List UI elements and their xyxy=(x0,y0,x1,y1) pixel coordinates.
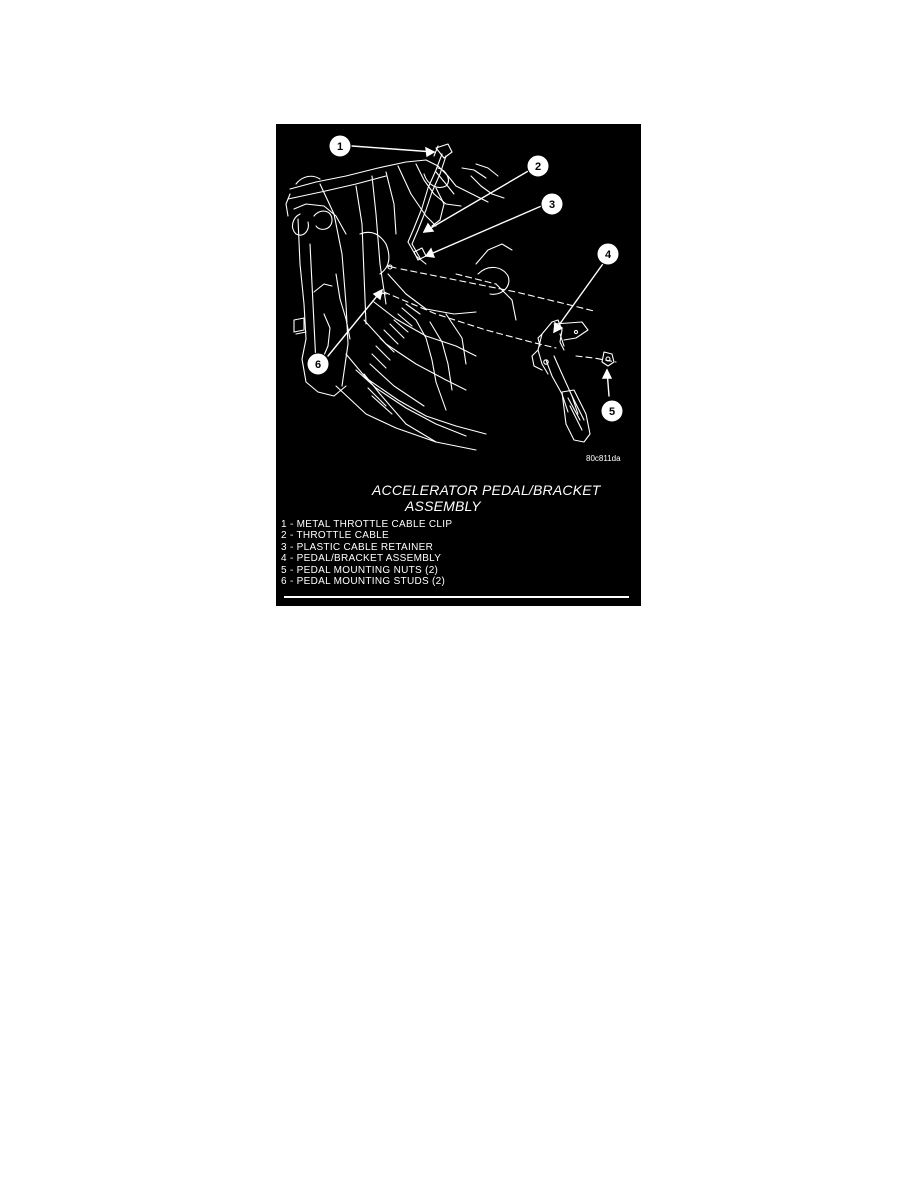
legend-item: 3 - PLASTIC CABLE RETAINER xyxy=(281,541,434,553)
callout-6-label: 6 xyxy=(315,359,321,371)
legend-item: 1 - METAL THROTTLE CABLE CLIP xyxy=(281,519,453,530)
callout-4-label: 4 xyxy=(605,249,612,261)
pedal-bracket-assembly xyxy=(531,319,591,443)
figure-caption-line-2: ASSEMBLY xyxy=(405,498,481,514)
floor-mat xyxy=(363,373,437,443)
diagram-figure: 1 2 3 4 5 6 80c811da xyxy=(276,124,641,606)
callout-4: 4 xyxy=(596,242,620,266)
floor-tunnel xyxy=(335,243,517,451)
legend-divider xyxy=(284,596,629,598)
callout-6: 6 xyxy=(306,352,330,376)
accelerator-pedal-illustration: 1 2 3 4 5 6 xyxy=(285,134,624,451)
callout-3: 3 xyxy=(540,192,564,216)
callout-2: 2 xyxy=(526,154,550,178)
figure-caption-line-1: ACCELERATOR PEDAL/BRACKET xyxy=(372,482,601,498)
leader-arrows xyxy=(327,145,613,397)
pedal-mounting-nut xyxy=(601,351,615,367)
callout-1: 1 xyxy=(328,134,352,158)
parts-legend: 1 - METAL THROTTLE CABLE CLIP 2 - THROTT… xyxy=(281,519,452,587)
callout-3-label: 3 xyxy=(549,199,555,211)
callout-5-label: 5 xyxy=(609,406,615,418)
callout-5: 5 xyxy=(600,399,624,423)
callout-2-label: 2 xyxy=(535,161,541,173)
legend-item: 2 - THROTTLE CABLE xyxy=(281,530,390,542)
callout-1-label: 1 xyxy=(337,141,343,153)
figure-caption: ACCELERATOR PEDAL/BRACKET ASSEMBLY xyxy=(372,482,612,514)
throttle-cable xyxy=(407,153,447,265)
stud-alignment-lines xyxy=(383,268,617,363)
figure-code: 80c811da xyxy=(586,454,621,463)
legend-item: 5 - PEDAL MOUNTING NUTS (2) xyxy=(281,564,439,576)
callout-markers: 1 2 3 4 5 6 xyxy=(306,134,624,423)
legend-item: 4 - PEDAL/BRACKET ASSEMBLY xyxy=(281,553,442,565)
metal-throttle-cable-clip xyxy=(433,143,453,159)
dashboard-structure xyxy=(285,159,505,397)
legend-item: 6 - PEDAL MOUNTING STUDS (2) xyxy=(281,576,446,588)
